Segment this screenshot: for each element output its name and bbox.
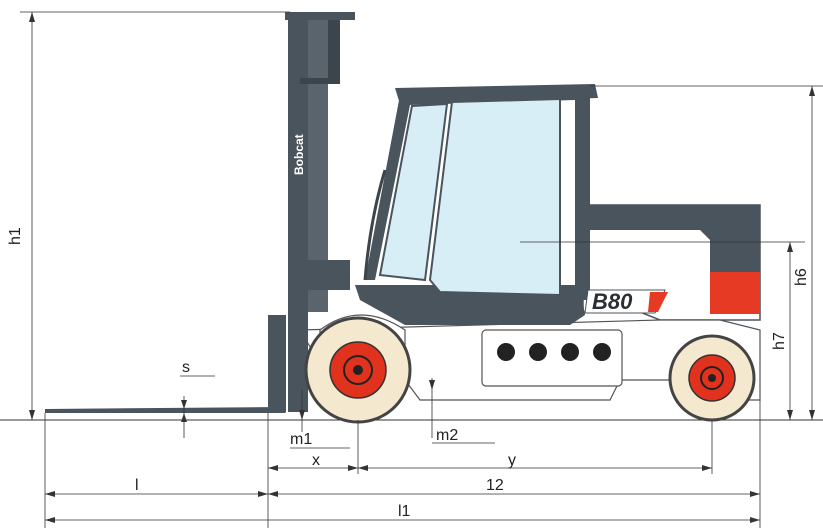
model-badge-text: B80 [592,289,633,314]
mast-top-bar [285,12,355,20]
label-m2: m2 [436,427,458,444]
label-l: l [135,477,139,494]
mast-cross-bar [300,78,340,84]
cab-side-glass [428,97,561,297]
label-h7: h7 [771,332,788,350]
cab-front-glass [378,102,449,282]
label-l1: l1 [398,503,411,520]
hydraulic-hose [363,169,387,281]
label-m1: m1 [290,431,312,448]
label-h6: h6 [793,268,810,286]
dimension-lines [20,11,823,528]
battery-vent-3 [561,343,579,361]
forklift-illustration: B80 Bobcat [45,12,761,424]
label-x: x [312,452,320,469]
rear-wheel [668,334,756,422]
label-y: y [508,452,516,469]
battery-vent-2 [529,343,547,361]
carriage [290,260,350,290]
fork-blade [45,407,286,413]
mast-outer [288,12,308,412]
battery-vent-1 [497,343,515,361]
fork-backrest [268,315,286,412]
counterweight-red-panel [710,272,760,314]
mast-logo: Bobcat [292,134,306,175]
counterweight-side-dark [710,240,760,272]
battery-box [481,329,623,387]
front-wheel [304,316,412,424]
mast-inner [308,12,328,312]
battery-vent-4 [593,343,611,361]
lift-cylinder [328,20,340,80]
model-badge: B80 [584,289,668,314]
counterweight-top [583,205,760,240]
label-12: 12 [486,477,504,494]
label-s: s [182,359,190,376]
label-h1: h1 [7,227,24,245]
